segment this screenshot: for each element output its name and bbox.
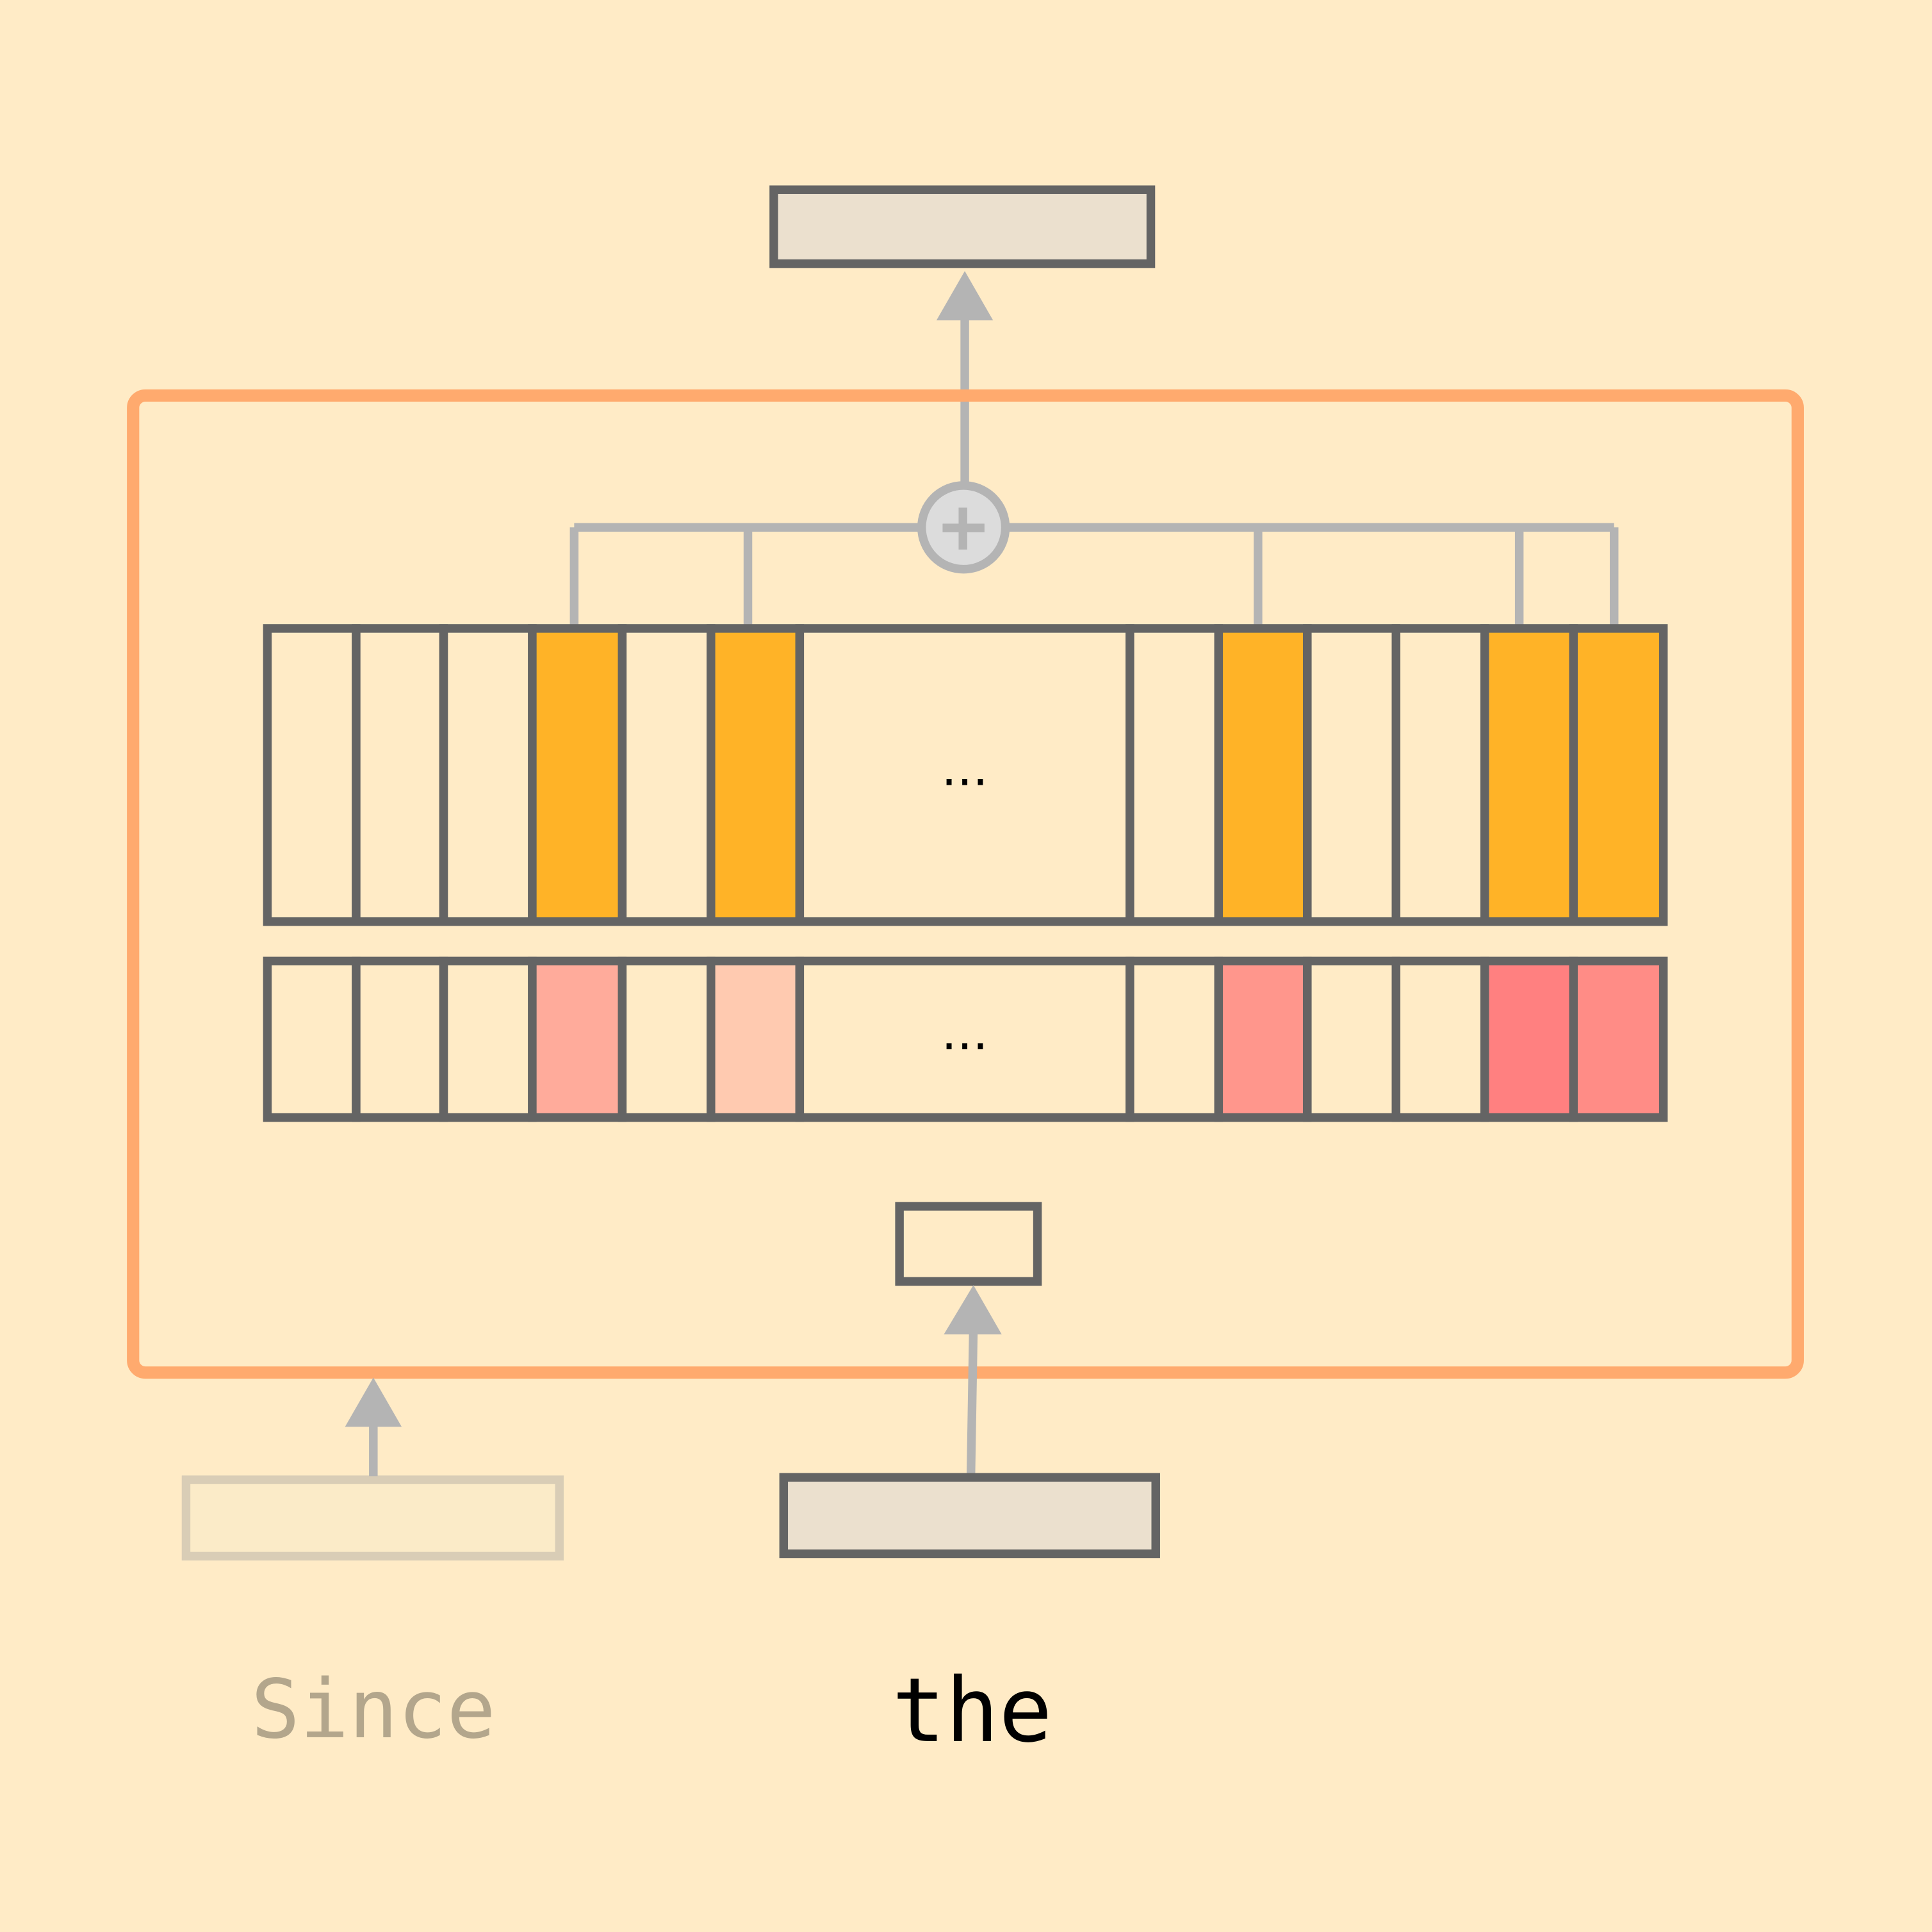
weight-cell — [528, 956, 627, 1122]
memory-cell — [528, 624, 627, 926]
weight-cell — [1214, 956, 1312, 1122]
memory-cell — [1214, 624, 1312, 926]
query-arrow-shaft — [966, 1328, 978, 1474]
weight-cell — [1480, 956, 1578, 1122]
previous-word-vector — [181, 1475, 564, 1561]
previous-word: Since — [251, 1662, 496, 1756]
memory-cells-row: ... — [263, 624, 1668, 926]
weight-cell — [707, 956, 805, 1122]
attention-weights-row: ... — [263, 956, 1668, 1122]
previous-arrow-head-icon — [345, 1377, 402, 1427]
weight-cell — [1569, 956, 1668, 1122]
query-arrow-head-icon — [944, 1285, 1002, 1335]
plus-icon-vertical — [958, 507, 967, 550]
memory-cell — [1480, 624, 1578, 926]
current-word: the — [892, 1658, 1052, 1762]
current-word-vector — [779, 1473, 1160, 1559]
sum-node — [917, 481, 1010, 574]
memory-cell — [1569, 624, 1668, 926]
output-vector — [769, 185, 1156, 268]
memory-frame — [127, 389, 1804, 1379]
connectors — [569, 523, 1619, 625]
memory-cell — [707, 624, 805, 926]
ellipsis: ... — [941, 740, 988, 797]
query-vector — [895, 1202, 1042, 1286]
ellipsis: ... — [941, 1004, 988, 1061]
output-arrow-head-icon — [936, 271, 994, 321]
